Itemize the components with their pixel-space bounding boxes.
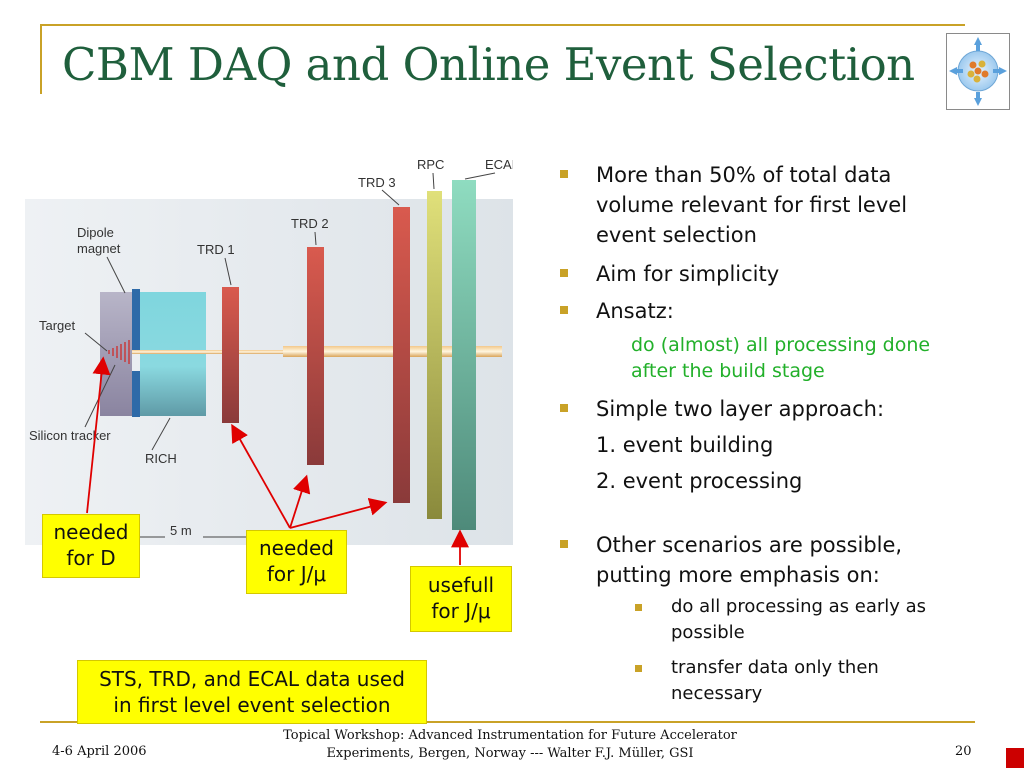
rpc-shape: [427, 191, 442, 519]
callout-usefull-jpsi: usefull for J/μ: [410, 566, 512, 632]
bullet-3: Ansatz:: [596, 299, 674, 323]
top-rule: [40, 24, 965, 26]
slide-title: CBM DAQ and Online Event Selection: [62, 38, 915, 91]
footer-date: 4-6 April 2006: [52, 744, 147, 759]
beam-pipe-wide: [283, 346, 502, 357]
bullet-1-line2: volume relevant for first level: [596, 193, 908, 217]
callout-needed-jpsi-line2: for J/μ: [266, 562, 327, 586]
callout-sts-note: STS, TRD, and ECAL data used in first le…: [77, 660, 427, 724]
silicon-tracker-bottom: [132, 371, 140, 417]
silicon-tracker-top: [132, 289, 140, 351]
sub-bullet-marker: [635, 604, 642, 611]
bullet-2: Aim for simplicity: [596, 262, 780, 286]
trd3-shape: [393, 207, 410, 503]
callout-usefull-jpsi-line2: for J/μ: [431, 599, 491, 623]
cbm-detector-logo-icon: [946, 33, 1010, 110]
ecal-shape: [452, 180, 476, 530]
bullet-5-line2: putting more emphasis on:: [596, 563, 880, 587]
arrow-trd1: [231, 423, 291, 529]
arrow-trd3: [289, 498, 388, 529]
bullet-5-sub-2: transfer data only then necessary: [671, 655, 879, 707]
footer-center: Topical Workshop: Advanced Instrumentati…: [250, 727, 770, 763]
corner-marker: [1006, 748, 1024, 768]
bullet-marker: [560, 170, 568, 178]
bullet-5: Other scenarios are possible, putting mo…: [596, 530, 902, 590]
trd2-shape: [307, 247, 324, 465]
bullet-1: More than 50% of total data volume relev…: [596, 160, 907, 250]
label-dipole-1: Dipole: [77, 225, 114, 240]
label-trd1: TRD 1: [197, 242, 235, 257]
trd1-shape: [222, 287, 239, 423]
bullet-3-sub: do (almost) all processing done after th…: [631, 332, 930, 384]
bullet-4-item-b: 2. event processing: [596, 469, 803, 493]
callout-needed-d-line1: needed: [53, 520, 129, 544]
callout-sts-line2: in first level event selection: [113, 693, 391, 717]
label-dipole-2: magnet: [77, 241, 121, 256]
page-number: 20: [955, 744, 972, 759]
bullet-marker: [560, 306, 568, 314]
bullet-5-sub-1-line1: do all processing as early as: [671, 596, 927, 617]
bullet-4: Simple two layer approach:: [596, 397, 885, 421]
target-cone: [108, 340, 130, 364]
left-rule: [40, 24, 42, 94]
label-silicon: Silicon tracker: [29, 428, 111, 443]
bullet-marker: [560, 404, 568, 412]
label-trd2: TRD 2: [291, 216, 329, 231]
label-rich: RICH: [145, 451, 177, 466]
bullet-5-sub-1: do all processing as early as possible: [671, 594, 926, 646]
bullet-3-sub-line1: do (almost) all processing done: [631, 334, 931, 356]
bullet-3-sub-line2: after the build stage: [631, 360, 825, 382]
footer-center-line1: Topical Workshop: Advanced Instrumentati…: [283, 728, 737, 743]
bullet-5-sub-2-line1: transfer data only then: [671, 657, 879, 678]
arrow-needed-d: [86, 356, 111, 514]
bullet-5-sub-1-line2: possible: [671, 622, 745, 643]
label-rpc: RPC: [417, 157, 444, 172]
bullet-1-line1: More than 50% of total data: [596, 163, 892, 187]
arrow-trd2: [289, 474, 311, 529]
label-target: Target: [39, 318, 76, 333]
callout-usefull-jpsi-line1: usefull: [427, 573, 495, 597]
callout-needed-jpsi: needed for J/μ: [246, 530, 347, 594]
bullet-marker: [560, 269, 568, 277]
label-trd3: TRD 3: [358, 175, 396, 190]
bullet-5-line1: Other scenarios are possible,: [596, 533, 903, 557]
bullet-4-item-a: 1. event building: [596, 433, 774, 457]
callout-needed-d: needed for D: [42, 514, 140, 578]
bullet-1-line3: event selection: [596, 223, 757, 247]
callout-needed-jpsi-line1: needed: [259, 536, 334, 560]
label-scale: 5 m: [170, 523, 192, 538]
bottom-rule: [40, 721, 975, 723]
bullet-5-sub-2-line2: necessary: [671, 683, 763, 704]
sub-bullet-marker: [635, 665, 642, 672]
label-ecal: ECAL: [485, 157, 513, 172]
callout-sts-line1: STS, TRD, and ECAL data used: [99, 667, 405, 691]
bullet-marker: [560, 540, 568, 548]
callout-needed-d-line2: for D: [66, 546, 116, 570]
footer-center-line2: Experiments, Bergen, Norway --- Walter F…: [326, 746, 694, 761]
dipole-magnet-shape: [100, 292, 132, 416]
